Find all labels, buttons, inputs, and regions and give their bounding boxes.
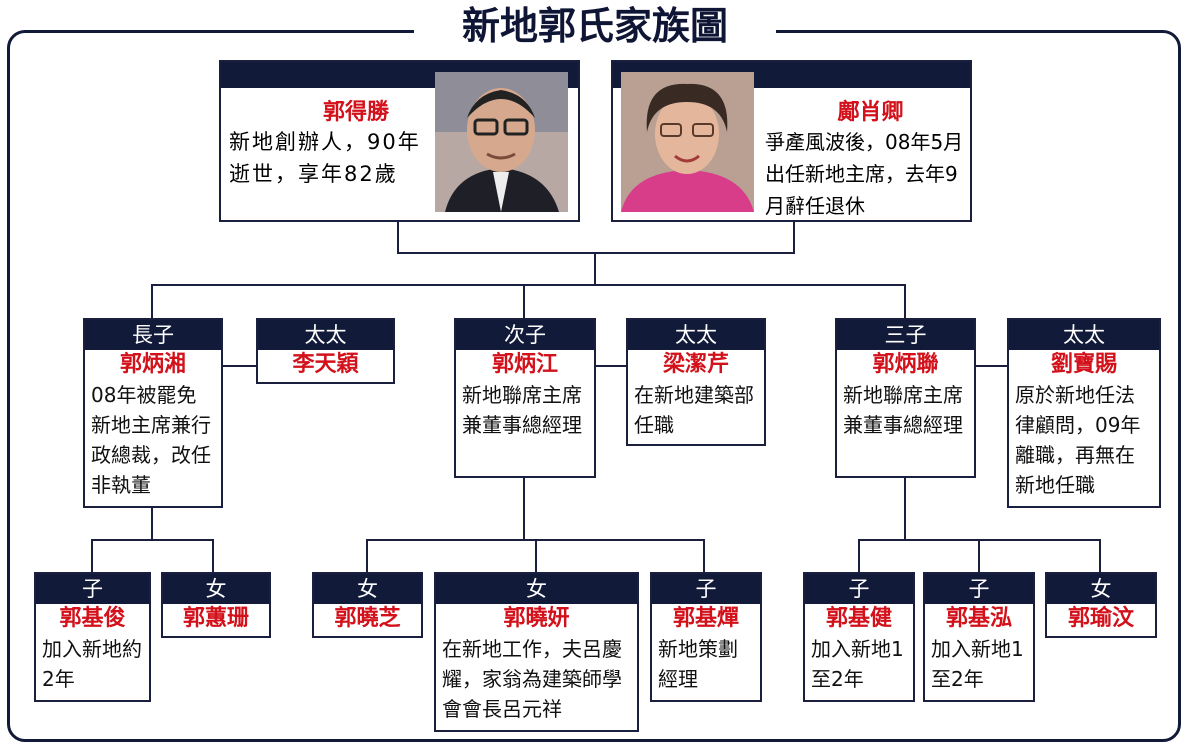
grandchild-card: 子 郭基燀 新地策劃經理	[650, 572, 762, 702]
grandchild-name: 郭蕙珊	[182, 606, 249, 631]
parent-card-father: 郭得勝 新地創辦人，90年逝世，享年82歲	[219, 60, 580, 222]
sons-connector	[151, 284, 906, 318]
wife-role: 太太	[258, 320, 393, 350]
son-role: 次子	[456, 320, 594, 350]
grandchild-desc: 新地策劃經理	[658, 637, 738, 691]
grandchild-role: 子	[805, 574, 913, 604]
son-card: 三子 郭炳聯 新地聯席主席兼董事總經理	[835, 318, 976, 478]
grandchild-role: 子	[925, 574, 1033, 604]
grandchild-role: 女	[1047, 574, 1155, 604]
father-name: 郭得勝	[322, 100, 389, 125]
parent-card-mother: 鄺肖卿 爭產風波後，08年5月出任新地主席，去年9月辭任退休	[611, 60, 972, 222]
grandchild-card: 女 郭曉妍 在新地工作，夫呂慶耀，家翁為建築師學會會長呂元祥	[434, 572, 639, 732]
son-name: 郭炳湘	[119, 352, 186, 377]
grandchild-role: 子	[36, 574, 149, 604]
grandchild-card: 子 郭基泓 加入新地1至2年	[923, 572, 1035, 702]
wife-desc: 在新地建築部任職	[634, 383, 754, 437]
wife-card: 太太 李天穎	[256, 318, 395, 384]
son-name: 郭炳聯	[872, 352, 939, 377]
mother-name: 鄺肖卿	[837, 100, 904, 125]
son-desc: 新地聯席主席兼董事總經理	[843, 383, 963, 437]
father-desc: 新地創辦人，90年逝世，享年82歲	[229, 130, 421, 186]
grandchild-name: 郭瑜汶	[1067, 606, 1134, 631]
son-desc: 新地聯席主席兼董事總經理	[462, 383, 582, 437]
grandchild-name: 郭基俊	[59, 606, 126, 631]
wife-role: 太太	[628, 320, 764, 350]
grandchild-card: 女 郭曉芝	[312, 572, 423, 638]
portrait-woman-icon	[621, 72, 754, 212]
wife-name: 劉寶賜	[1050, 352, 1117, 377]
grandchild-role: 子	[652, 574, 760, 604]
mother-desc: 爭產風波後，08年5月出任新地主席，去年9月辭任退休	[765, 130, 964, 218]
grandchild-name: 郭曉芝	[334, 606, 401, 631]
grandchild-desc: 加入新地1至2年	[811, 637, 904, 691]
wife-name: 梁潔芹	[662, 352, 729, 377]
wife-desc: 原於新地任法律顧問，09年離職，再無在新地任職	[1015, 383, 1141, 497]
portrait-man-icon	[435, 72, 568, 212]
grandchild-card: 女 郭瑜汶	[1045, 572, 1157, 638]
grandchild-desc: 在新地工作，夫呂慶耀，家翁為建築師學會會長呂元祥	[442, 637, 622, 721]
grandchild-name: 郭基泓	[945, 606, 1012, 631]
wife-name: 李天穎	[292, 352, 359, 377]
diagram-title: 新地郭氏家族圖	[414, 0, 776, 52]
grandchild-card: 子 郭基健 加入新地1至2年	[803, 572, 915, 702]
wife-card: 太太 劉寶賜 原於新地任法律顧問，09年離職，再無在新地任職	[1007, 318, 1161, 508]
grandchild-name: 郭基健	[825, 606, 892, 631]
grandchild-card: 子 郭基俊 加入新地約2年	[34, 572, 151, 702]
son-card: 次子 郭炳江 新地聯席主席兼董事總經理	[454, 318, 596, 478]
wife-card: 太太 梁潔芹 在新地建築部任職	[626, 318, 766, 446]
grandchild-desc: 加入新地約2年	[42, 637, 142, 691]
grandchild-desc: 加入新地1至2年	[931, 637, 1024, 691]
grandchild-name: 郭基燀	[672, 606, 739, 631]
son-card: 長子 郭炳湘 08年被罷免新地主席兼行政總裁，改任非執董	[83, 318, 223, 508]
son-1-children-connector	[91, 539, 214, 572]
grandchild-role: 女	[163, 574, 269, 604]
parents-connector	[397, 222, 795, 254]
grandchild-role: 女	[314, 574, 421, 604]
son-desc: 08年被罷免新地主席兼行政總裁，改任非執董	[91, 383, 211, 497]
son-name: 郭炳江	[491, 352, 558, 377]
wife-role: 太太	[1009, 320, 1159, 350]
grandchild-card: 女 郭蕙珊	[161, 572, 271, 638]
grandchild-name: 郭曉妍	[503, 606, 570, 631]
grandchild-role: 女	[436, 574, 637, 604]
son-role: 長子	[85, 320, 221, 350]
son-role: 三子	[837, 320, 974, 350]
